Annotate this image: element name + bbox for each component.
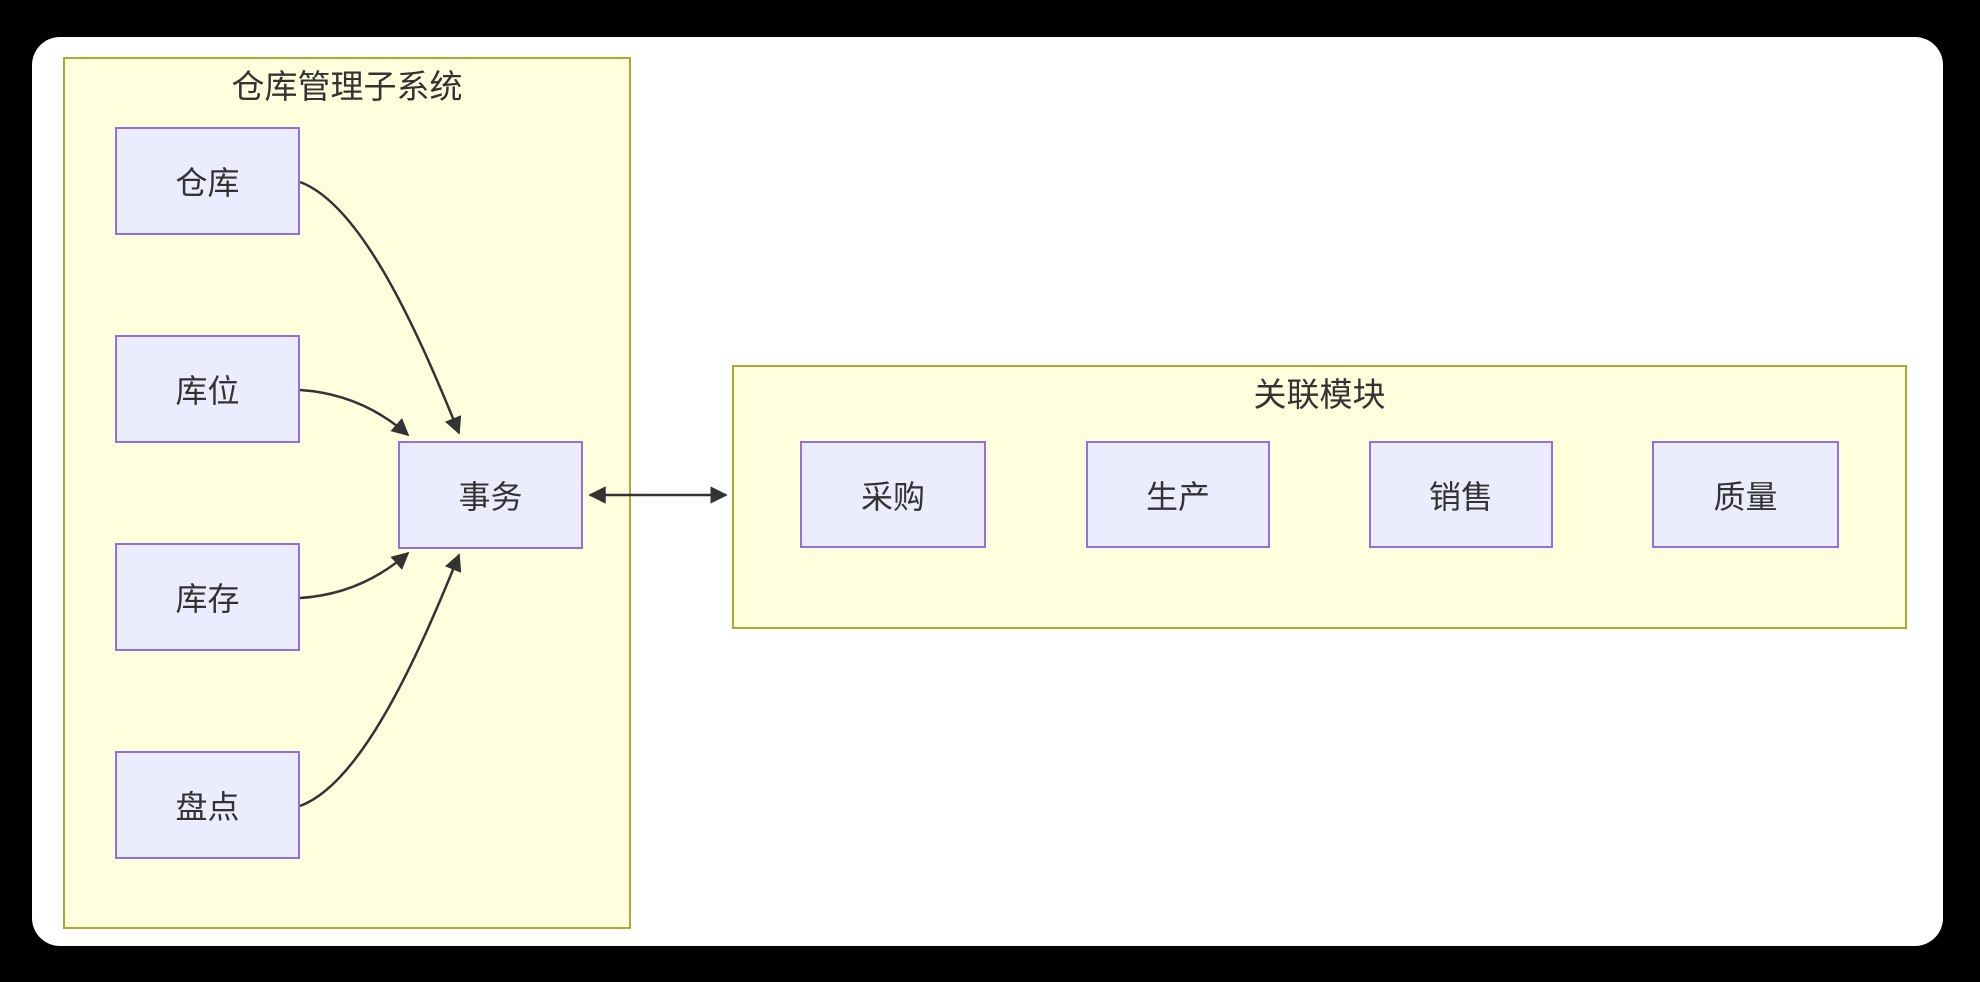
node-quality-label: 质量 <box>1713 477 1778 516</box>
node-warehouse: 仓库 <box>115 127 300 235</box>
node-transaction-label: 事务 <box>458 478 523 516</box>
node-warehouse-label: 仓库 <box>175 164 240 202</box>
cluster-warehouse-subsystem-title: 仓库管理子系统 <box>231 67 463 106</box>
node-inventory: 库存 <box>115 543 300 651</box>
node-sales-label: 销售 <box>1428 477 1493 516</box>
node-production-label: 生产 <box>1145 477 1210 516</box>
node-storage-location-label: 库位 <box>175 372 240 410</box>
node-storage-location: 库位 <box>115 335 300 443</box>
node-purchasing-label: 采购 <box>860 477 925 516</box>
node-inventory-label: 库存 <box>175 580 240 618</box>
node-quality: 质量 <box>1652 441 1839 548</box>
node-purchasing: 采购 <box>800 441 986 548</box>
node-stocktaking: 盘点 <box>115 751 300 859</box>
cluster-related-modules-title: 关联模块 <box>1253 375 1386 414</box>
node-production: 生产 <box>1086 441 1270 548</box>
diagram-card: 仓库管理子系统 关联模块 仓库 库位 库存 盘点 <box>32 37 1943 946</box>
node-sales: 销售 <box>1369 441 1553 548</box>
node-stocktaking-label: 盘点 <box>175 788 240 826</box>
node-transaction: 事务 <box>398 441 583 549</box>
